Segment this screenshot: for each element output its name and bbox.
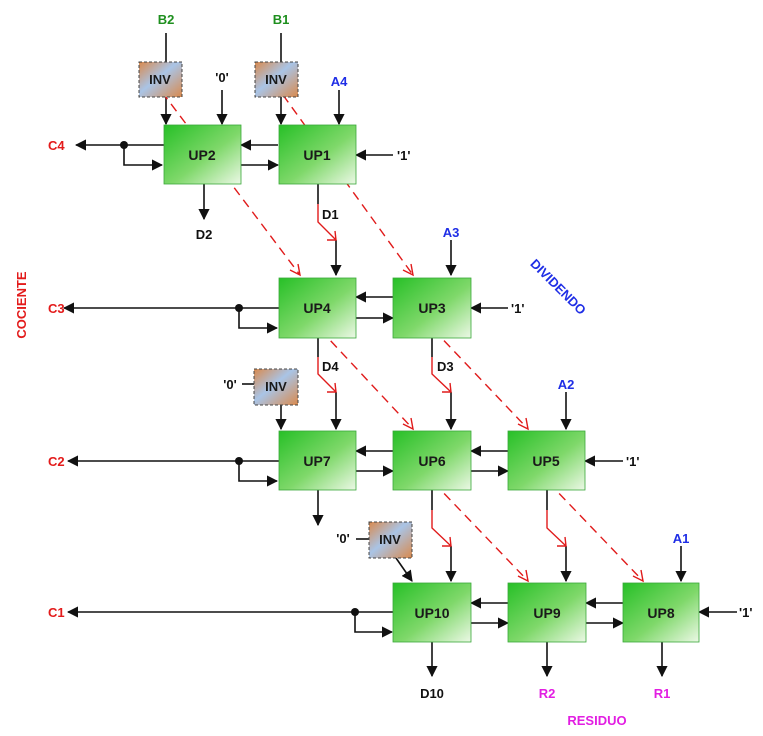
dividendo-label: DIVIDENDO <box>527 256 589 318</box>
inv-label: INV <box>265 72 287 87</box>
up2-label: UP2 <box>188 147 215 163</box>
up10-block: UP10 <box>392 582 472 643</box>
c3-label: C3 <box>48 301 65 316</box>
const-one-label: '1' <box>626 454 639 469</box>
b1-label: B1 <box>273 12 290 27</box>
c1-label: C1 <box>48 605 65 620</box>
up3-label: UP3 <box>418 300 445 316</box>
up10-label: UP10 <box>414 605 449 621</box>
up7-block: UP7 <box>278 430 357 491</box>
borrow-paths <box>161 91 644 583</box>
a2-label: A2 <box>558 377 575 392</box>
up1-label: UP1 <box>303 147 330 163</box>
up8-label: UP8 <box>647 605 674 621</box>
up4-block: UP4 <box>278 277 357 339</box>
r2-label: R2 <box>539 686 556 701</box>
inv-block-row4: INV <box>368 521 413 559</box>
up6-label: UP6 <box>418 453 445 469</box>
up4-label: UP4 <box>303 300 330 316</box>
up8-block: UP8 <box>622 582 700 643</box>
const-zero-label: '0' <box>336 531 349 546</box>
d1-label: D1 <box>322 207 339 222</box>
residuo-label: RESIDUO <box>567 713 626 728</box>
const-one-label: '1' <box>397 148 410 163</box>
wires <box>62 33 737 678</box>
up1-block: UP1 <box>278 124 357 185</box>
d4-label: D4 <box>322 359 339 374</box>
const-one-label: '1' <box>511 301 524 316</box>
up7-label: UP7 <box>303 453 330 469</box>
inv-block-b2: INV <box>138 61 183 98</box>
c2-label: C2 <box>48 454 65 469</box>
const-one-label: '1' <box>739 605 752 620</box>
a3-label: A3 <box>443 225 460 240</box>
a4-label: A4 <box>331 74 348 89</box>
up3-block: UP3 <box>392 277 472 339</box>
up2-block: UP2 <box>163 124 242 185</box>
up6-block: UP6 <box>392 430 472 491</box>
inv-label: INV <box>379 532 401 547</box>
r1-label: R1 <box>654 686 671 701</box>
cociente-label: COCIENTE <box>14 271 29 339</box>
d10-label: D10 <box>420 686 444 701</box>
inv-label: INV <box>265 379 287 394</box>
up9-block: UP9 <box>507 582 587 643</box>
d3-label: D3 <box>437 359 454 374</box>
inv-block-row3: INV <box>253 368 299 406</box>
up5-block: UP5 <box>507 430 586 491</box>
inv-label: INV <box>149 72 171 87</box>
const-zero-label: '0' <box>223 377 236 392</box>
c4-label: C4 <box>48 138 65 153</box>
a1-label: A1 <box>673 531 690 546</box>
d2-label: D2 <box>196 227 213 242</box>
up5-label: UP5 <box>532 453 559 469</box>
up9-label: UP9 <box>533 605 560 621</box>
inv-block-b1: INV <box>254 61 299 98</box>
const-zero-label: '0' <box>215 70 228 85</box>
b2-label: B2 <box>158 12 175 27</box>
